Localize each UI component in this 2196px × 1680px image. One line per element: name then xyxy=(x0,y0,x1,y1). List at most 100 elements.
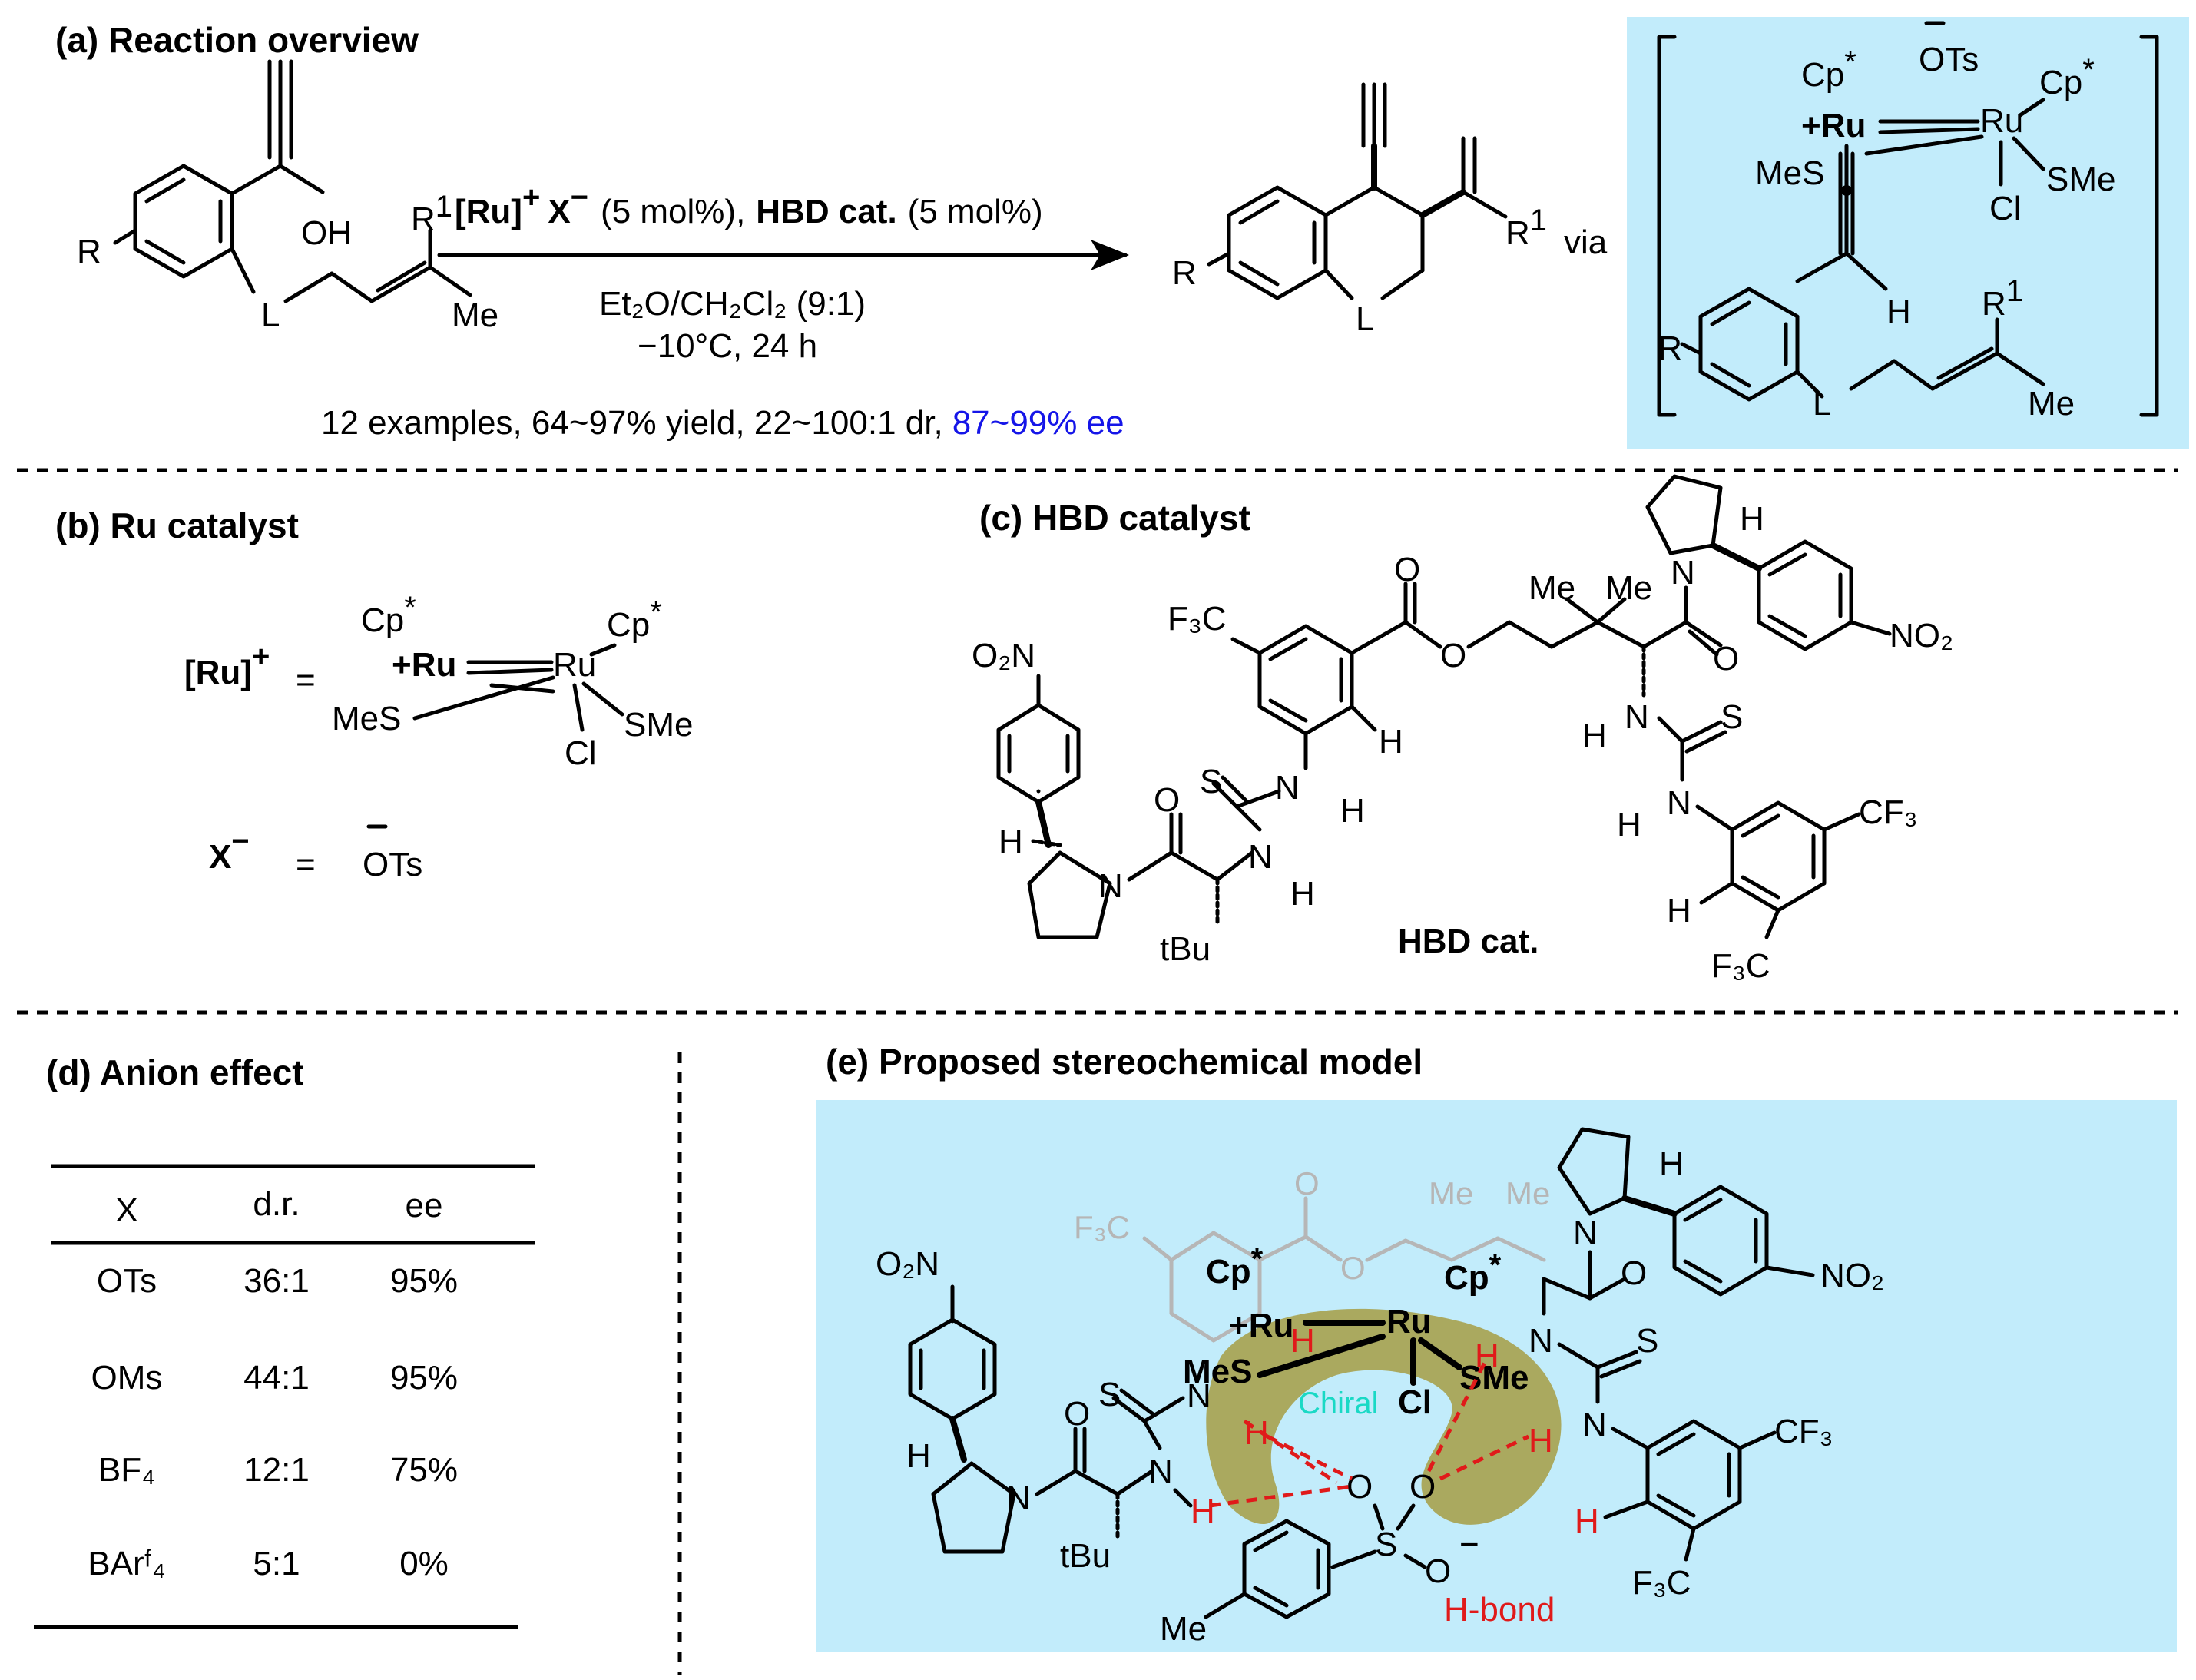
svg-text:N: N xyxy=(1625,698,1649,736)
svg-text:F₃C: F₃C xyxy=(1711,947,1770,985)
svg-text:CF₃: CF₃ xyxy=(1859,794,1918,831)
svg-text:N: N xyxy=(1148,1453,1173,1490)
svg-text:N: N xyxy=(1187,1377,1211,1415)
intermediate-panel xyxy=(1627,17,2189,449)
svg-text:O: O xyxy=(1340,1250,1366,1286)
svg-text:CF₃: CF₃ xyxy=(1774,1413,1833,1450)
svg-text:O: O xyxy=(1064,1395,1090,1433)
svg-text:Cp*: Cp* xyxy=(1206,1242,1264,1291)
svg-text:N: N xyxy=(1573,1214,1598,1252)
svg-text:S: S xyxy=(1098,1376,1121,1413)
svg-text:Me: Me xyxy=(1160,1610,1207,1648)
panel-a-title: (a) Reaction overview xyxy=(55,20,419,60)
table-cell-ee: 75% xyxy=(390,1451,458,1489)
svg-text:OTs: OTs xyxy=(1919,41,1979,78)
svg-text:HBD cat.: HBD cat. xyxy=(1398,923,1539,960)
svg-text:N: N xyxy=(1671,554,1695,591)
svg-text:OTs: OTs xyxy=(363,846,422,883)
svg-text:O: O xyxy=(1154,781,1180,819)
temperature-time: −10°C, 24 h xyxy=(638,327,817,365)
svg-text:H: H xyxy=(1191,1493,1215,1530)
svg-text:H: H xyxy=(1379,723,1403,760)
svg-text:Me: Me xyxy=(1429,1175,1473,1211)
intermediate-structure: OTs Cp* Cp* +Ru Ru MeS SMe Cl H R L xyxy=(1657,21,2159,422)
svg-text:Cp*: Cp* xyxy=(607,595,662,644)
solvent: Et₂O/CH₂Cl₂ (9:1) xyxy=(599,285,866,323)
table-cell-dr: 44:1 xyxy=(243,1359,310,1397)
svg-text:X−: X− xyxy=(209,824,250,876)
svg-text:SMe: SMe xyxy=(2046,161,2115,198)
svg-text:H: H xyxy=(1659,1145,1684,1183)
svg-text:R1: R1 xyxy=(411,190,452,238)
svg-text:+Ru: +Ru xyxy=(1801,107,1866,144)
svg-text:SMe: SMe xyxy=(1459,1359,1529,1397)
svg-text:+Ru: +Ru xyxy=(1229,1307,1293,1344)
product: L R1 R xyxy=(1172,82,1547,338)
svg-text:F₃C: F₃C xyxy=(1632,1564,1691,1602)
svg-text:NO₂: NO₂ xyxy=(1820,1257,1884,1294)
svg-text:O: O xyxy=(1621,1254,1647,1292)
svg-text:S: S xyxy=(1721,698,1743,736)
svg-text:NO₂: NO₂ xyxy=(1890,617,1953,654)
panel-d-title: (d) Anion effect xyxy=(46,1052,304,1092)
table-cell-x: OTs xyxy=(97,1262,157,1300)
svg-text:MeS: MeS xyxy=(332,700,401,737)
svg-text:MeS: MeS xyxy=(1755,154,1824,192)
ru-catalyst-structure: [Ru]+ = Cp* Cp* +Ru Ru MeS SMe Cl X− = O… xyxy=(184,591,693,883)
svg-text:Ru: Ru xyxy=(553,646,596,684)
me-label: Me xyxy=(452,297,498,334)
svg-text:S: S xyxy=(1375,1526,1397,1563)
svg-text:Cl: Cl xyxy=(565,734,597,772)
svg-text:H-bond: H-bond xyxy=(1444,1591,1555,1629)
svg-text:R: R xyxy=(1658,330,1682,367)
svg-text:tBu: tBu xyxy=(1060,1537,1111,1575)
svg-text:O₂N: O₂N xyxy=(972,637,1035,674)
svg-text:Ru: Ru xyxy=(1980,102,2023,140)
svg-text:R1: R1 xyxy=(1982,274,2023,323)
svg-text:MeS: MeS xyxy=(1183,1353,1252,1390)
svg-text:N: N xyxy=(1248,838,1273,876)
conditions-line1: [Ru]+X−(5 mol%),HBD cat.(5 mol%) xyxy=(455,181,1043,230)
svg-text:R1: R1 xyxy=(1505,204,1547,252)
svg-text:H: H xyxy=(1340,792,1365,830)
svg-text:O: O xyxy=(1713,640,1739,678)
svg-text:H: H xyxy=(999,823,1023,860)
hbd-catalyst-structure: O₂N H N O tBu N H S N H F₃C xyxy=(972,474,1953,985)
svg-text:N: N xyxy=(1667,784,1691,822)
svg-text:O: O xyxy=(1425,1552,1451,1590)
svg-text:L: L xyxy=(1813,385,1831,422)
svg-text:[Ru]+: [Ru]+ xyxy=(184,640,270,691)
svg-text:R: R xyxy=(1172,254,1197,292)
svg-text:H: H xyxy=(1617,806,1641,843)
svg-text:Cl: Cl xyxy=(1989,190,2022,227)
svg-text:H: H xyxy=(1475,1337,1499,1375)
reaction-arrow xyxy=(437,240,1129,270)
svg-text:Ru: Ru xyxy=(1386,1303,1432,1340)
oh-label: OH xyxy=(301,214,352,252)
svg-text:S: S xyxy=(1636,1322,1658,1360)
svg-text:O: O xyxy=(1294,1165,1320,1201)
svg-text:Cl: Cl xyxy=(1398,1383,1432,1421)
table-cell-ee: 95% xyxy=(390,1262,458,1300)
svg-text:N: N xyxy=(1098,867,1123,905)
svg-text:−: − xyxy=(1459,1526,1479,1563)
svg-text:H: H xyxy=(1529,1422,1553,1460)
svg-text:N: N xyxy=(1006,1480,1031,1517)
svg-text:Me: Me xyxy=(2028,385,2075,422)
stereochemical-model: F₃C O O Me Me Chiral Cp* Cp* +Ru Ru MeS … xyxy=(876,1127,1884,1648)
panel-c-title: (c) HBD catalyst xyxy=(979,498,1250,538)
svg-text:Chiral: Chiral xyxy=(1298,1387,1378,1420)
table-cell-dr: 5:1 xyxy=(253,1545,300,1582)
table-cell-x: OMs xyxy=(91,1359,163,1397)
starting-material: OH R L R1 Me xyxy=(77,59,498,334)
table-header-dr: d.r. xyxy=(253,1185,300,1223)
svg-text:O₂N: O₂N xyxy=(876,1245,939,1283)
svg-text:O: O xyxy=(1394,551,1420,588)
svg-text:N: N xyxy=(1529,1322,1553,1360)
svg-text:S: S xyxy=(1200,763,1222,800)
svg-text:H: H xyxy=(906,1437,931,1475)
svg-text:H: H xyxy=(1886,293,1911,330)
svg-text:Me: Me xyxy=(1505,1175,1550,1211)
l-label: L xyxy=(261,297,280,334)
panel-e-title: (e) Proposed stereochemical model xyxy=(826,1042,1423,1082)
